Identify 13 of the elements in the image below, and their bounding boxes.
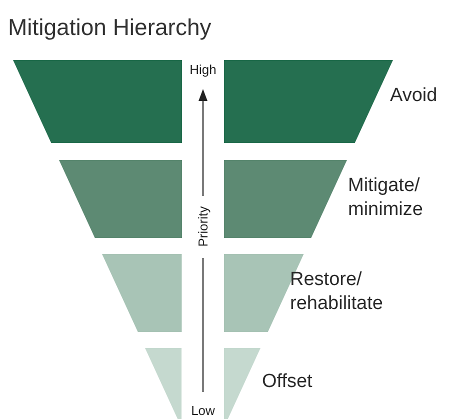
trapezoid-band xyxy=(13,60,182,143)
tier-label: Offset xyxy=(262,370,314,394)
trapezoid-band xyxy=(224,348,261,419)
tier-label: Avoid xyxy=(390,84,438,108)
tier-label: Mitigate/ minimize xyxy=(348,174,424,222)
title: Mitigation Hierarchy xyxy=(8,14,212,41)
axis-label: Low xyxy=(191,403,215,418)
axis-label: High xyxy=(190,62,216,77)
trapezoid-band xyxy=(102,254,182,332)
trapezoid-band xyxy=(59,160,182,238)
trapezoid-band xyxy=(224,160,347,238)
trapezoid-band xyxy=(145,348,182,419)
tier-label: Restore/ rehabilitate xyxy=(290,268,384,316)
